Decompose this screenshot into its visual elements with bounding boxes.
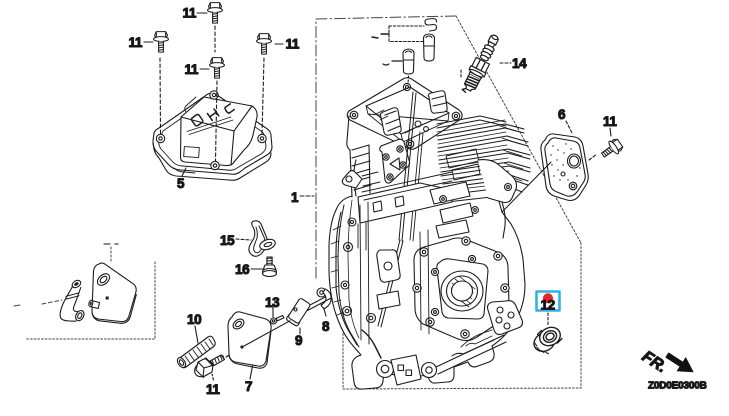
svg-text:7: 7 xyxy=(245,379,252,394)
svg-text:FR.: FR. xyxy=(639,348,670,376)
svg-text:16: 16 xyxy=(235,262,250,277)
svg-text:11: 11 xyxy=(206,382,220,397)
svg-text:8: 8 xyxy=(322,319,330,334)
svg-text:5: 5 xyxy=(177,176,185,191)
svg-text:10: 10 xyxy=(187,312,201,327)
svg-text:11: 11 xyxy=(129,35,143,50)
svg-text:15: 15 xyxy=(220,233,235,248)
svg-text:11: 11 xyxy=(183,6,197,21)
svg-text:12: 12 xyxy=(541,298,555,313)
svg-text:11: 11 xyxy=(603,114,617,129)
svg-text:6: 6 xyxy=(558,107,566,122)
svg-text:11: 11 xyxy=(185,62,199,77)
svg-text:14: 14 xyxy=(512,56,527,71)
svg-text:9: 9 xyxy=(295,333,302,348)
svg-text:Z0D0E0300B: Z0D0E0300B xyxy=(648,381,707,392)
svg-text:13: 13 xyxy=(265,295,280,310)
svg-text:11: 11 xyxy=(286,37,300,52)
svg-text:1: 1 xyxy=(291,190,299,205)
